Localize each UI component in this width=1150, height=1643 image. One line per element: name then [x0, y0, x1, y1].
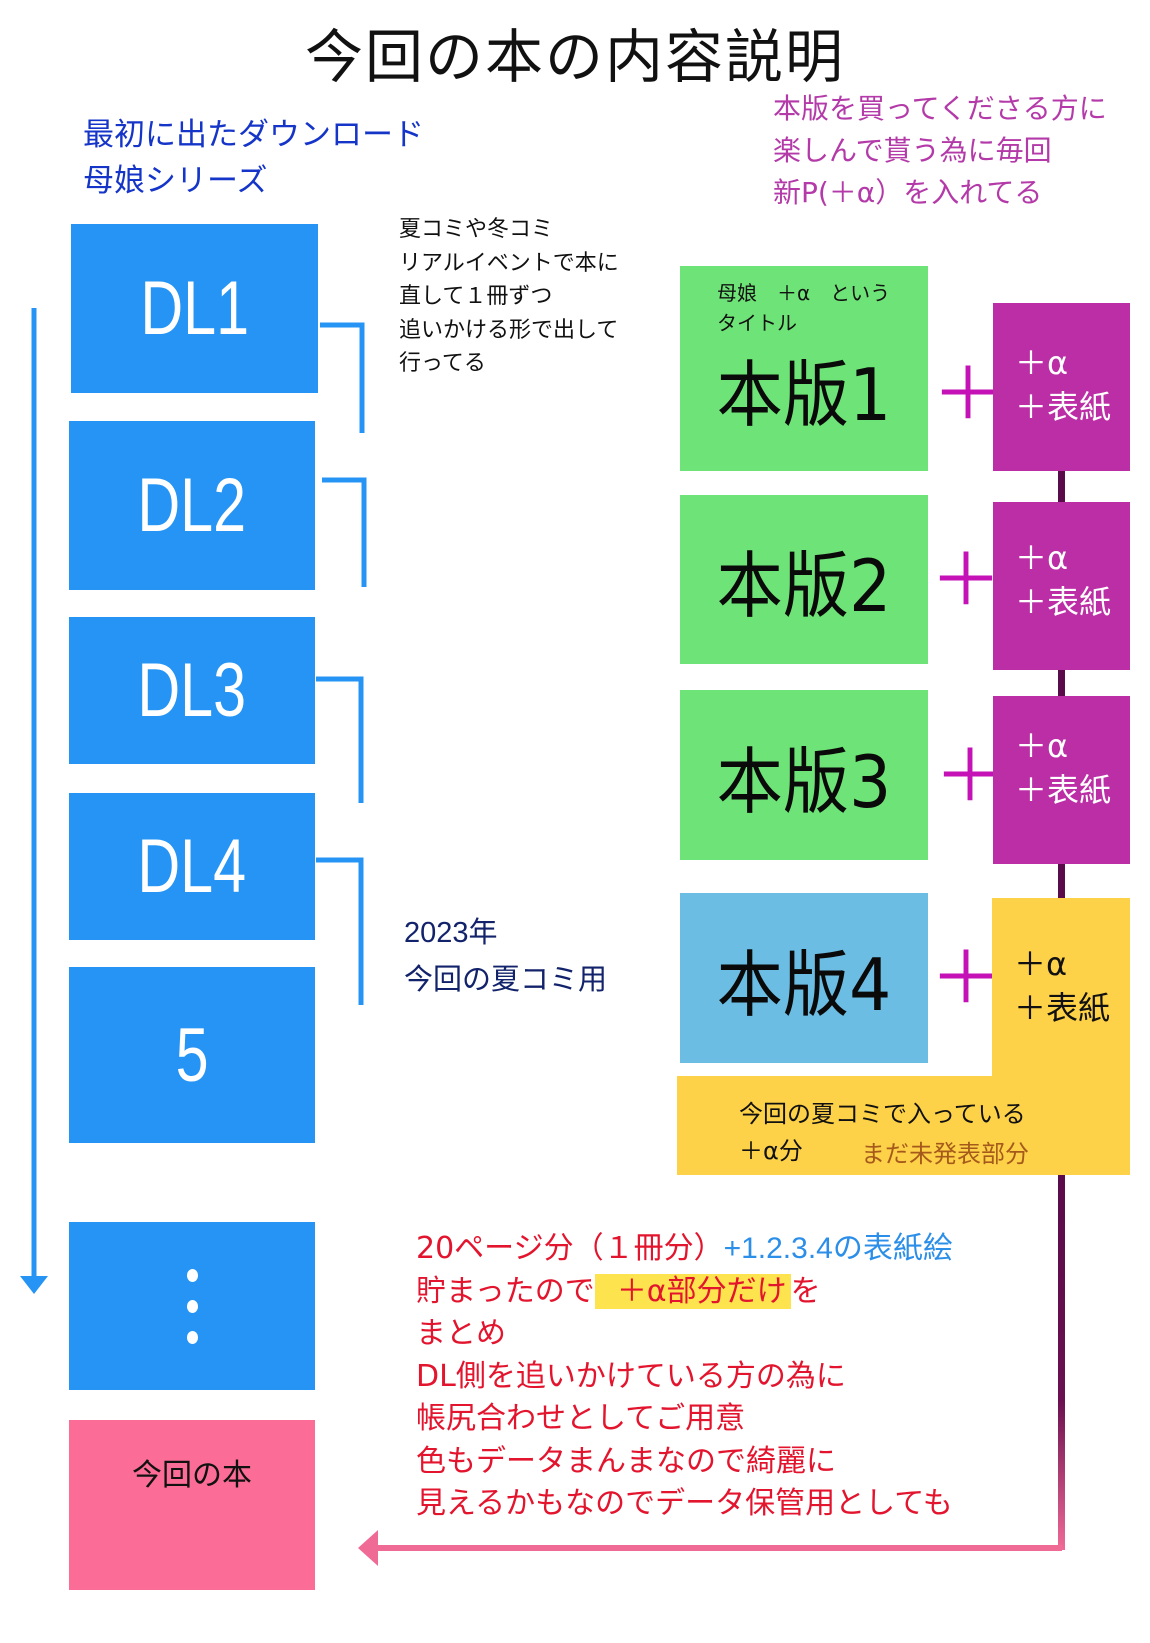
event-note: 夏コミや冬コミ リアルイベントで本に 直して１冊ずつ 追いかける形で出して 行っ… [399, 213, 619, 381]
bottom-note-line1: 20ページ分（１冊分）+1.2.3.4の表紙絵 [416, 1228, 953, 1271]
summer-note-line2: ＋α分 [739, 1137, 803, 1165]
cover-line: ＋表紙 [1015, 583, 1112, 621]
dl-series-line: 最初に出たダウンロード [83, 117, 424, 153]
dl-box-label: 5 [175, 1012, 209, 1098]
dl-box-4: DL4 [69, 793, 315, 940]
alpha-box-2: ＋α ＋表紙 [993, 502, 1130, 670]
alpha-box-3: ＋α ＋表紙 [993, 696, 1130, 864]
summer-alpha-box: 今回の夏コミで入っている ＋α分 まだ未発表部分 [677, 1076, 1130, 1175]
alpha-line: ＋α [1015, 344, 1069, 382]
particle-text: を [790, 1273, 821, 1309]
hon-box-label: 本版1 [716, 353, 892, 437]
event-line: 夏コミや冬コミ [399, 217, 554, 242]
cover-line: ＋表紙 [1014, 989, 1111, 1027]
bottom-note-line: まとめ [416, 1316, 506, 1351]
dl-box-3: DL3 [69, 617, 315, 764]
plus-icon: ＋ [930, 936, 1003, 1020]
alpha-line: ＋α [1015, 539, 1069, 577]
subtitle-line: タイトル [717, 311, 797, 335]
event-line: 追いかける形で出して [399, 317, 619, 343]
return-arrow-head [358, 1530, 378, 1566]
dl-box-5: 5 [69, 967, 315, 1143]
summer-note-line1: 今回の夏コミで入っている [739, 1100, 1026, 1128]
current-book-box: 今回の本 [69, 1420, 315, 1590]
dl-box-label: DL3 [137, 648, 247, 733]
cover-art-text: +1.2.3.4の表紙絵 [723, 1232, 953, 1265]
hon-box-label: 本版2 [716, 544, 892, 628]
dl-box-2: DL2 [69, 421, 315, 590]
unreleased-label: まだ未発表部分 [861, 1140, 1029, 1168]
hon-box-3: 本版3 [680, 690, 928, 860]
purpose-line: 楽しんで貰う為に毎回 [773, 134, 1052, 167]
bottom-note-line: 色もデータまんまなので綺麗に [416, 1443, 836, 1479]
alpha-box-text: ＋α ＋表紙 [993, 696, 1130, 812]
dl-box-more: ⋮ [69, 1222, 315, 1390]
plus-icon: ＋ [932, 352, 1005, 436]
subtitle-line: 母娘 ＋α という [717, 281, 891, 305]
alpha-box-text: ＋α ＋表紙 [992, 898, 1130, 1030]
bottom-note: 20ページ分（１冊分）+1.2.3.4の表紙絵 貯まったので＋α部分だけを まと… [416, 1228, 953, 1526]
hon-box-label: 本版3 [716, 739, 892, 824]
bottom-note-line: 帳尻合わせとしてご用意 [416, 1401, 746, 1436]
pages-count-text: 20ページ分（１冊分） [416, 1231, 724, 1266]
dl-box-label: DL2 [137, 463, 247, 548]
plus-icon: ＋ [930, 538, 1003, 622]
purpose-note: 本版を買ってくださる方に 楽しんで貰う為に毎回 新P(＋α）を入れてる [773, 88, 1107, 214]
purpose-line: 本版を買ってくださる方に [773, 92, 1107, 125]
alpha-box-4: ＋α ＋表紙 [992, 898, 1130, 1078]
cover-line: ＋表紙 [1015, 388, 1112, 426]
hon-box-1: 母娘 ＋α という タイトル 本版1 [680, 266, 928, 471]
highlight-alpha-only: ＋α部分だけ [594, 1273, 791, 1309]
cover-line: ＋表紙 [1015, 771, 1112, 809]
alpha-box-1: ＋α ＋表紙 [993, 303, 1130, 471]
timeline-arrow-head [20, 1276, 48, 1294]
alpha-chain-line [1058, 471, 1065, 901]
year-label: 2023年 [404, 917, 498, 949]
hon-box-2: 本版2 [680, 495, 928, 664]
connector-dl3 [316, 676, 364, 803]
vertical-ellipsis-icon [186, 1268, 198, 1344]
year-sub-label: 今回の夏コミ用 [404, 962, 608, 996]
hon-box-subtitle: 母娘 ＋α という タイトル [680, 278, 928, 338]
dl-series-note: 最初に出たダウンロード 母娘シリーズ [83, 112, 424, 204]
year-note: 2023年 今回の夏コミ用 [404, 910, 607, 1002]
bottom-note-line: 見えるかもなのでデータ保管用としても [416, 1486, 953, 1521]
return-line-vertical [1058, 1175, 1065, 1550]
connector-dl2 [322, 477, 367, 587]
hon-box-4: 本版4 [680, 893, 928, 1063]
alpha-box-text: ＋α ＋表紙 [993, 303, 1130, 429]
page-title: 今回の本の内容説明 [304, 23, 845, 91]
event-line: 行ってる [399, 351, 486, 376]
dl-box-label: DL1 [140, 266, 249, 351]
purpose-line: 新P(＋α）を入れてる [773, 176, 1043, 209]
hon-box-label: 本版4 [716, 942, 892, 1027]
event-line: 直して１冊ずつ [399, 284, 553, 309]
dl-box-label: DL4 [137, 824, 247, 909]
bottom-note-line: DL側を追いかけている方の為に [416, 1358, 846, 1394]
event-line: リアルイベントで本に [399, 250, 619, 276]
alpha-line: ＋α [1014, 945, 1068, 983]
alpha-box-text: ＋α ＋表紙 [993, 502, 1130, 624]
dl-series-line: 母娘シリーズ [83, 163, 268, 199]
connector-dl4 [316, 857, 364, 1005]
accumulated-text: 貯まったので [416, 1273, 595, 1309]
dl-box-1: DL1 [71, 224, 318, 393]
connector-dl1 [320, 322, 365, 433]
alpha-line: ＋α [1015, 727, 1069, 765]
bottom-note-line2: 貯まったので＋α部分だけを [416, 1271, 953, 1314]
current-book-label: 今回の本 [132, 1458, 252, 1493]
